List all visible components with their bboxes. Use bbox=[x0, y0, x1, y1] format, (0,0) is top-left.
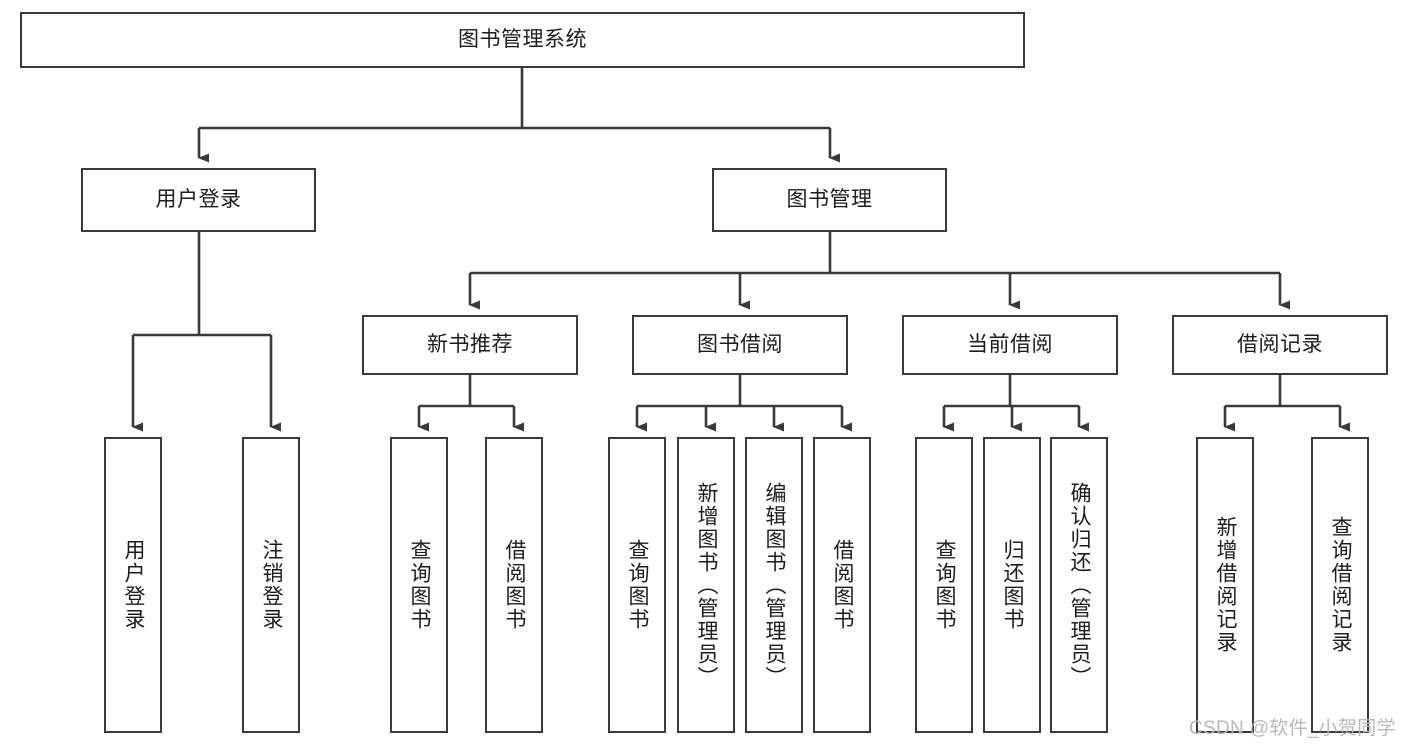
node-label: 查询图书 bbox=[408, 539, 432, 631]
node-label: 图书管理 bbox=[786, 187, 873, 211]
leaf-borrow-record-add[interactable]: 新增借阅记录 bbox=[1196, 437, 1254, 733]
node-book-management[interactable]: 图书管理 bbox=[712, 168, 947, 232]
node-label: 借阅图书 bbox=[503, 539, 527, 631]
leaf-book-borrow-query[interactable]: 查询图书 bbox=[608, 437, 666, 733]
node-user-login[interactable]: 用户登录 bbox=[81, 168, 316, 232]
leaf-borrow-record-query[interactable]: 查询借阅记录 bbox=[1311, 437, 1369, 733]
node-book-borrow[interactable]: 图书借阅 bbox=[632, 315, 848, 375]
node-new-book-recommend[interactable]: 新书推荐 bbox=[362, 315, 578, 375]
node-label: 确认归还（管理员） bbox=[1068, 481, 1092, 689]
node-label: 当前借阅 bbox=[967, 332, 1053, 356]
node-label: 注销登录 bbox=[260, 539, 284, 631]
csdn-watermark: CSDN @软件_小贺同学 bbox=[1189, 718, 1396, 739]
leaf-book-borrow-borrow[interactable]: 借阅图书 bbox=[813, 437, 871, 733]
node-label: 新增图书（管理员） bbox=[695, 481, 719, 689]
node-label: 用户登录 bbox=[122, 539, 146, 631]
leaf-new-book-query[interactable]: 查询图书 bbox=[390, 437, 448, 733]
node-label: 查询图书 bbox=[933, 539, 957, 631]
node-label: 新书推荐 bbox=[427, 332, 513, 356]
node-label: 借阅记录 bbox=[1237, 332, 1323, 356]
node-label: 编辑图书（管理员） bbox=[763, 481, 787, 689]
node-label: 借阅图书 bbox=[831, 539, 855, 631]
leaf-user-login-login[interactable]: 用户登录 bbox=[104, 437, 162, 733]
leaf-new-book-borrow[interactable]: 借阅图书 bbox=[485, 437, 543, 733]
leaf-current-borrow-query[interactable]: 查询图书 bbox=[915, 437, 973, 733]
node-root-system[interactable]: 图书管理系统 bbox=[20, 12, 1025, 68]
leaf-user-login-logout[interactable]: 注销登录 bbox=[242, 437, 300, 733]
node-label: 新增借阅记录 bbox=[1214, 516, 1238, 654]
node-current-borrow[interactable]: 当前借阅 bbox=[902, 315, 1118, 375]
node-label: 归还图书 bbox=[1001, 539, 1025, 631]
leaf-current-borrow-return[interactable]: 归还图书 bbox=[983, 437, 1041, 733]
node-label: 图书借阅 bbox=[697, 332, 783, 356]
leaf-book-borrow-add[interactable]: 新增图书（管理员） bbox=[677, 437, 735, 733]
node-label: 查询借阅记录 bbox=[1329, 516, 1353, 654]
node-borrow-record[interactable]: 借阅记录 bbox=[1172, 315, 1388, 375]
node-label: 查询图书 bbox=[626, 539, 650, 631]
leaf-book-borrow-edit[interactable]: 编辑图书（管理员） bbox=[745, 437, 803, 733]
node-label: 图书管理系统 bbox=[458, 27, 587, 51]
node-label: 用户登录 bbox=[155, 187, 242, 211]
leaf-current-borrow-confirm-return[interactable]: 确认归还（管理员） bbox=[1050, 437, 1108, 733]
